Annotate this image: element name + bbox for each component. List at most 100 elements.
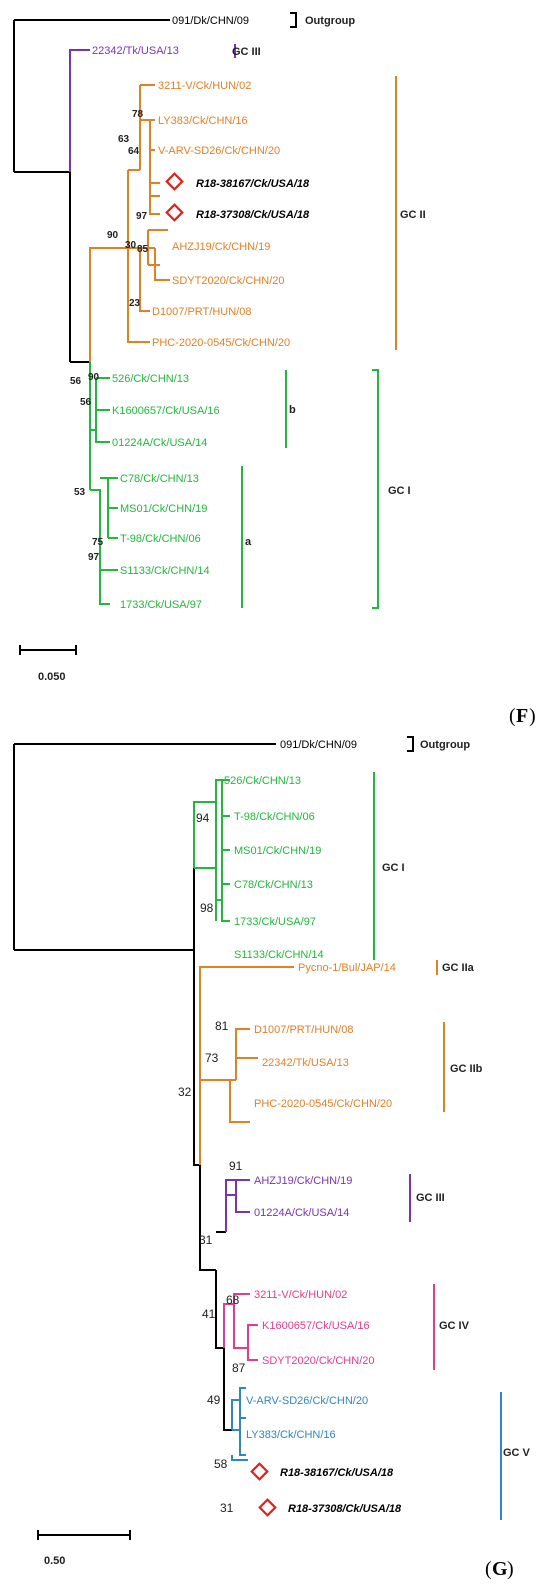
panel-label-paren: ): [529, 705, 536, 727]
bootstrap-value: 91: [229, 1159, 243, 1173]
tip-label: K1600657/Ck/USA/16: [262, 1320, 370, 1332]
tip-label: LY383/Ck/CHN/16: [158, 115, 248, 127]
bootstrap-value: 87: [232, 1361, 246, 1375]
branch: [223, 1293, 258, 1361]
tip-label: 3211-V/Ck/HUN/02: [158, 80, 251, 92]
tip-label: C78/Ck/CHN/13: [234, 879, 313, 891]
scale-bar-line: [19, 645, 77, 655]
bootstrap-value: 41: [202, 1307, 216, 1321]
bootstrap-value: 78: [132, 109, 144, 120]
group-label: Outgroup: [420, 739, 470, 751]
tip-label: D1007/PRT/HUN/08: [254, 1024, 353, 1036]
tip-label: R18-37308/Ck/USA/18: [196, 209, 310, 221]
panel-g-label: ( G ): [485, 1558, 514, 1580]
bootstrap-value: 64: [128, 146, 140, 157]
panel-g-group-labels: Outgroup GC I GC IIa GC IIb GC III GC IV…: [382, 739, 531, 1459]
tip-label: S1133/Ck/CHN/14: [120, 565, 210, 577]
panel-g-tip-labels: 091/Dk/CHN/09 526/Ck/CHN/13 T-98/Ck/CHN/…: [224, 739, 402, 1515]
tip-label: 1733/Ck/USA/97: [234, 916, 316, 928]
tip-label: 22342/Tk/USA/13: [262, 1057, 349, 1069]
bootstrap-value: 63: [118, 134, 130, 145]
bootstrap-value: 90: [107, 230, 119, 241]
group-label: GC IIb: [450, 1063, 483, 1075]
tip-label: 01224A/Ck/USA/14: [112, 437, 207, 449]
bootstrap-value: 56: [70, 376, 82, 387]
bootstrap-value: 68: [226, 1293, 240, 1307]
tip-label: S1133/Ck/CHN/14: [234, 949, 324, 961]
tip-label: R18-37308/Ck/USA/18: [288, 1503, 402, 1515]
tip-label: 1733/Ck/USA/97: [120, 599, 202, 611]
panel-g-tree: [13, 743, 294, 1461]
panel-f-tip-labels: 091/Dk/CHN/09 22342/Tk/USA/13 3211-V/Ck/…: [92, 15, 310, 611]
tip-label: 526/Ck/CHN/13: [224, 775, 301, 787]
panel-label-letter: G: [492, 1558, 508, 1580]
scale-bar-label: 0.50: [44, 1555, 65, 1567]
bootstrap-value: 49: [207, 1393, 221, 1407]
panel-label-letter: F: [516, 705, 528, 727]
tip-label: 091/Dk/CHN/09: [280, 739, 357, 751]
bootstrap-value: 85: [137, 244, 149, 255]
branch: [89, 362, 118, 605]
branch: [13, 19, 170, 363]
panel-label-paren: (: [485, 1558, 492, 1580]
group-label: Outgroup: [305, 15, 355, 27]
tip-label: T-98/Ck/CHN/06: [234, 811, 315, 823]
tip-label: K1600657/Ck/USA/16: [112, 405, 220, 417]
red-diamond-marker-icon: [250, 1462, 269, 1481]
tip-label: D1007/PRT/HUN/08: [152, 306, 251, 318]
tip-label: PHC-2020-0545/Ck/CHN/20: [254, 1098, 392, 1110]
branch: [148, 229, 170, 281]
group-label: b: [289, 404, 296, 416]
tip-label: V-ARV-SD26/Ck/CHN/20: [158, 145, 280, 157]
red-diamond-marker-icon: [165, 172, 184, 191]
group-label: GC II: [400, 209, 426, 221]
panel-f-scale-bar: 0.050: [19, 645, 77, 683]
tip-label: V-ARV-SD26/Ck/CHN/20: [246, 1395, 368, 1407]
bootstrap-value: 32: [178, 1085, 192, 1099]
group-label: GC I: [382, 862, 405, 874]
tip-label: SDYT2020/Ck/CHN/20: [262, 1355, 375, 1367]
bootstrap-value: 98: [200, 901, 214, 915]
tip-label: MS01/Ck/CHN/19: [234, 845, 321, 857]
group-label: GC V: [503, 1447, 531, 1459]
panel-g-group-brackets: [373, 736, 502, 1520]
bootstrap-value: 30: [125, 240, 137, 251]
bootstrap-value: 56: [80, 397, 92, 408]
tip-label: AHZJ19/Ck/CHN/19: [172, 241, 270, 253]
bootstrap-value: 94: [196, 811, 210, 825]
tip-label: AHZJ19/Ck/CHN/19: [254, 1175, 352, 1187]
panel-g-bootstrap: 94 98 81 73 32 91 31 68 41 87 49 58 31: [178, 811, 246, 1515]
panel-f-label: ( F ): [509, 705, 536, 727]
panel-f-group-labels: Outgroup GC III GC II GC I b a: [232, 15, 426, 548]
panel-g-markers: [250, 1462, 277, 1517]
branch: [225, 1179, 250, 1232]
tip-label: C78/Ck/CHN/13: [120, 473, 199, 485]
panel-f-group-brackets: [234, 12, 397, 609]
bootstrap-value: 31: [199, 1233, 213, 1247]
branch: [13, 743, 276, 1431]
tip-label: T-98/Ck/CHN/06: [120, 533, 201, 545]
panel-g-scale-bar: 0.50: [37, 1530, 131, 1567]
panel-label-paren: (: [509, 705, 516, 727]
group-label: a: [245, 536, 252, 548]
panel-label-paren: ): [507, 1558, 514, 1580]
red-diamond-marker-icon: [165, 203, 184, 222]
group-label: GC IIa: [442, 962, 475, 974]
panel-f-tree: [13, 19, 170, 605]
bootstrap-value: 73: [205, 1051, 219, 1065]
outgroup-bracket: [407, 736, 414, 752]
branch: [231, 1387, 248, 1461]
panel-f-bootstrap: 78 63 64 97 90 30 85 23 90 56 56 53 75 9…: [70, 109, 149, 563]
bootstrap-value: 31: [220, 1501, 234, 1515]
bootstrap-value: 23: [129, 298, 141, 309]
tip-label: Pycno-1/Bul/JAP/14: [298, 962, 396, 974]
scale-bar-label: 0.050: [38, 671, 66, 683]
tip-label: MS01/Ck/CHN/19: [120, 503, 207, 515]
bootstrap-value: 97: [136, 211, 148, 222]
bootstrap-value: 58: [214, 1457, 228, 1471]
group-label: GC IV: [439, 1320, 470, 1332]
tip-label: 3211-V/Ck/HUN/02: [254, 1289, 347, 1301]
red-diamond-marker-icon: [258, 1498, 277, 1517]
bootstrap-value: 81: [215, 1019, 229, 1033]
